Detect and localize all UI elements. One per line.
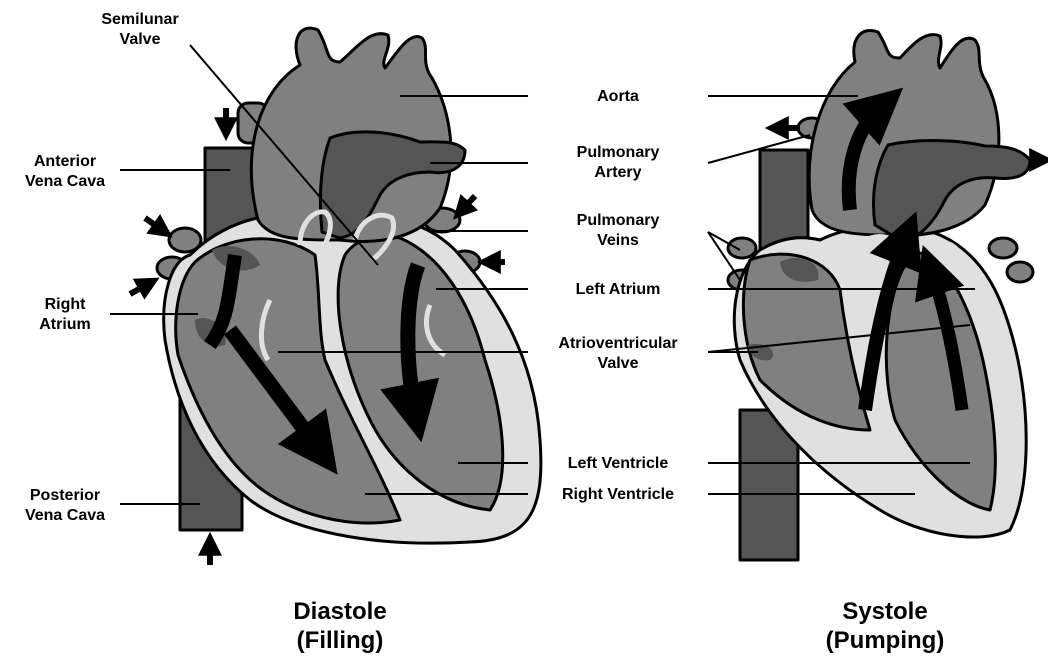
vessel-stub (1007, 262, 1033, 282)
vessel-stub (728, 238, 756, 258)
label-left-ventricle: Left Ventricle (528, 454, 708, 474)
systole-heart (728, 30, 1040, 560)
inflow-arrow (130, 284, 148, 294)
inflow-arrow (462, 196, 475, 210)
label-semilunar-valve: Semilunar Valve (80, 10, 200, 50)
inflow-arrow (145, 218, 162, 230)
label-posterior-vena-cava: Posterior Vena Cava (5, 486, 125, 526)
caption-systole: Systole (Pumping) (785, 597, 985, 655)
label-atrioventricular-valve: Atrioventricular Valve (518, 334, 718, 374)
label-pulmonary-veins: Pulmonary Veins (538, 211, 698, 251)
vessel-stub (989, 238, 1017, 258)
label-left-atrium: Left Atrium (538, 280, 698, 300)
label-anterior-vena-cava: Anterior Vena Cava (5, 152, 125, 192)
caption-diastole: Diastole (Filling) (240, 597, 440, 655)
diastole-heart (130, 28, 541, 565)
label-pulmonary-artery: Pulmonary Artery (538, 143, 698, 183)
label-right-atrium: Right Atrium (15, 295, 115, 335)
label-right-ventricle: Right Ventricle (528, 485, 708, 505)
label-aorta: Aorta (538, 87, 698, 107)
